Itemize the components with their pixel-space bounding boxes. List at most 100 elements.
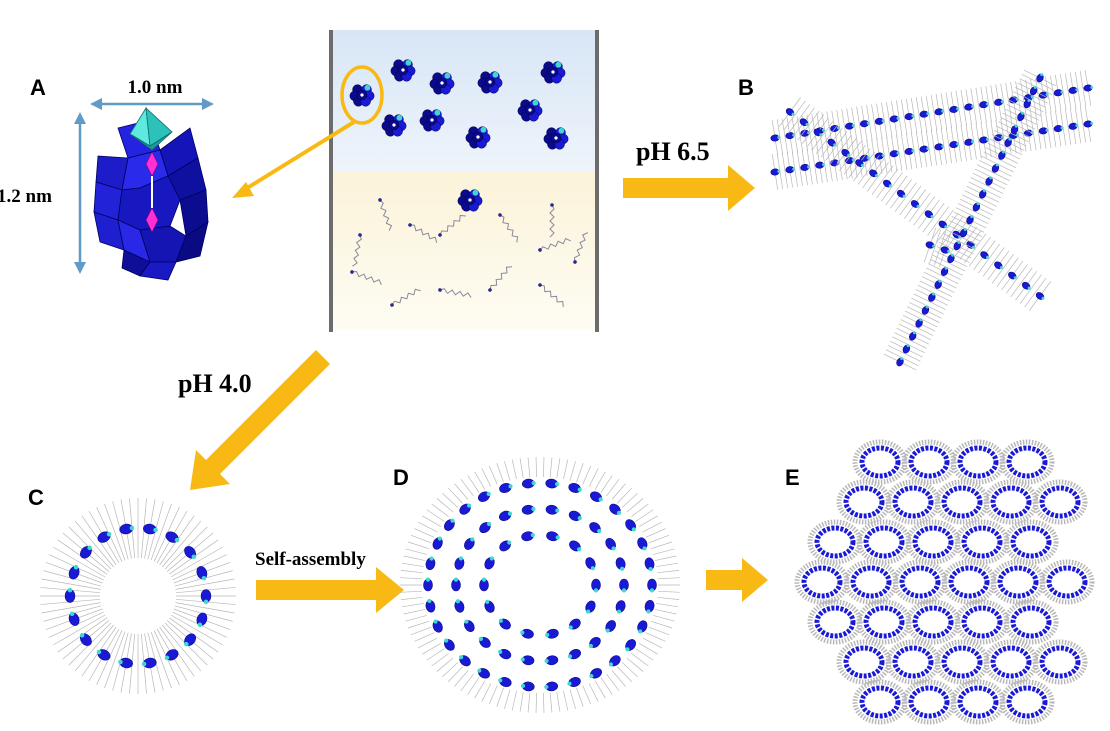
cluster-icon — [349, 84, 375, 107]
cluster-bead — [785, 108, 795, 116]
cluster-bead — [499, 540, 512, 552]
onion-tail — [422, 643, 441, 655]
cluster-bead — [544, 681, 558, 692]
fibre-tail — [926, 267, 959, 285]
cluster-bead — [545, 478, 560, 489]
onion-tail — [648, 626, 670, 636]
cluster-bead — [184, 546, 197, 560]
cluster-bead — [1068, 122, 1079, 130]
cluster-bead — [874, 117, 885, 125]
panel-label-b: B — [738, 75, 754, 100]
cluster-icon — [477, 71, 503, 94]
onion-tail — [549, 692, 553, 713]
onion-tail — [576, 687, 584, 707]
cluster-bead — [979, 136, 989, 144]
fibre-tail — [811, 148, 818, 184]
cluster-bead — [432, 536, 443, 550]
cluster-bead — [484, 599, 495, 613]
onion-tail — [400, 596, 423, 600]
cluster-bead — [196, 612, 208, 628]
fibre-tail — [975, 87, 982, 124]
ring-tail — [175, 602, 235, 614]
array-vesicle — [807, 599, 863, 645]
onion-tail — [460, 479, 474, 497]
onion-tail — [405, 615, 427, 622]
fibre-tail — [1010, 267, 1033, 298]
onion-tail — [426, 648, 445, 661]
onion-vesicle — [400, 457, 680, 713]
cluster-bead — [889, 115, 900, 123]
cluster-bead — [423, 577, 433, 592]
cluster-bead — [889, 150, 900, 158]
onion-tail — [617, 488, 632, 504]
fibre-tail — [811, 121, 834, 151]
onion-tail — [403, 555, 426, 561]
fibre-tail — [1050, 75, 1057, 112]
cluster-bead — [964, 138, 974, 146]
cluster-bead — [972, 202, 981, 212]
onion-tail — [417, 521, 438, 533]
self-assembly-label: Self-assembly — [255, 549, 366, 570]
cluster-bead — [991, 163, 1000, 173]
cluster-bead — [458, 655, 471, 667]
cluster-icon — [517, 99, 543, 122]
cluster-bead — [994, 98, 1004, 106]
cluster-bead — [934, 108, 945, 116]
array-vesicle — [934, 479, 990, 525]
cluster-bead — [953, 240, 961, 251]
cluster-bead — [590, 491, 603, 502]
cluster-bead — [568, 483, 582, 493]
cluster-bead — [938, 220, 948, 229]
cluster-bead — [845, 157, 855, 165]
fibre-tail — [951, 216, 985, 233]
onion-tail — [414, 632, 435, 642]
d-to-e-arrow — [706, 558, 768, 602]
cluster-bead — [770, 168, 781, 176]
array-vesicle — [794, 559, 850, 605]
cluster-bead — [521, 504, 536, 515]
onion-tail — [442, 492, 459, 508]
cluster-bead — [883, 179, 892, 188]
ph-4-0-label: pH 4.0 — [178, 369, 252, 398]
fibre-tail — [960, 90, 967, 126]
cluster-bead — [980, 251, 989, 259]
fibre-tail — [945, 127, 952, 164]
ph-6-5-label: pH 6.5 — [636, 137, 710, 166]
onion-tail — [617, 666, 632, 682]
onion-tail — [519, 458, 524, 479]
fibre-tail — [871, 138, 878, 175]
fibre-tail — [968, 236, 991, 267]
fibre-tail — [894, 332, 927, 349]
surfactant — [549, 203, 555, 238]
cluster-bead — [79, 632, 92, 646]
onion-tail — [481, 683, 492, 702]
cluster-bead — [498, 677, 512, 687]
onion-tail — [582, 685, 592, 705]
fibre-tail — [996, 257, 1019, 287]
cluster-bead — [425, 598, 436, 613]
fibre-tail — [1020, 80, 1027, 117]
array-vesicle — [856, 519, 912, 565]
fibre-tail — [841, 109, 848, 145]
cluster-bead — [800, 129, 811, 137]
array-vesicle — [934, 639, 990, 685]
cluster-bead — [859, 154, 870, 162]
cluster-bead — [1004, 137, 1012, 147]
fibre-tail — [856, 141, 863, 177]
onion-tail — [642, 637, 663, 649]
fibre-tail — [982, 247, 1005, 277]
ring-tail — [162, 520, 202, 568]
cluster-bead — [454, 599, 465, 613]
panel-label-d: D — [393, 465, 409, 490]
cluster-bead — [940, 266, 949, 276]
onion-tail — [611, 483, 626, 500]
cluster-bead — [425, 556, 436, 571]
onion-tail — [651, 620, 672, 629]
array-vesicle — [999, 439, 1055, 485]
fibre-tail — [816, 124, 838, 154]
cluster-bead — [96, 649, 111, 661]
cluster-bead — [615, 600, 626, 614]
onion-tail — [408, 620, 429, 629]
onion-tail — [648, 534, 670, 544]
cluster-bead — [432, 619, 443, 633]
